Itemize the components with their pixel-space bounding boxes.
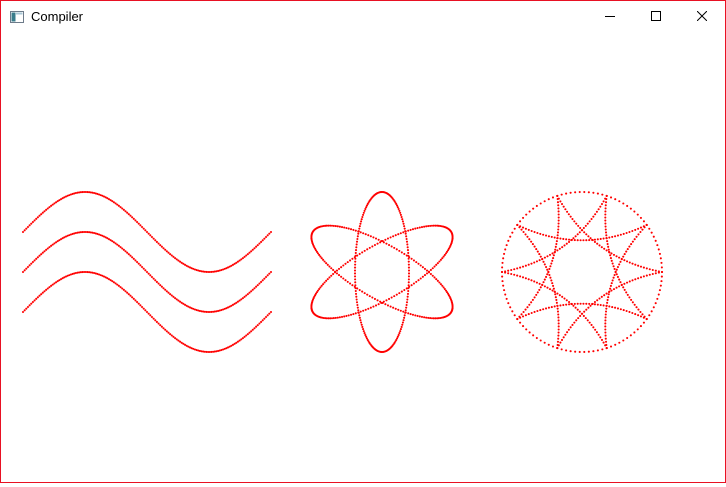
atom-ellipse-1 [353,190,411,354]
minimize-icon [605,11,615,21]
close-icon [697,11,707,21]
maximize-button[interactable] [633,1,679,31]
drawing-canvas [1,31,725,482]
title-bar[interactable]: Compiler [1,1,725,31]
close-button[interactable] [679,1,725,31]
atom-ellipse-2 [310,224,454,320]
rosette-star [500,194,664,350]
app-window-icon [10,10,24,23]
drawing-svg [21,190,664,354]
minimize-button[interactable] [587,1,633,31]
window-title: Compiler [31,9,84,24]
sine-wave-2 [21,230,273,314]
atom-ellipse-3 [310,224,454,320]
sine-wave-3 [21,270,273,354]
maximize-icon [651,11,661,21]
rosette-circle [500,190,664,354]
sine-wave-1 [21,190,273,274]
